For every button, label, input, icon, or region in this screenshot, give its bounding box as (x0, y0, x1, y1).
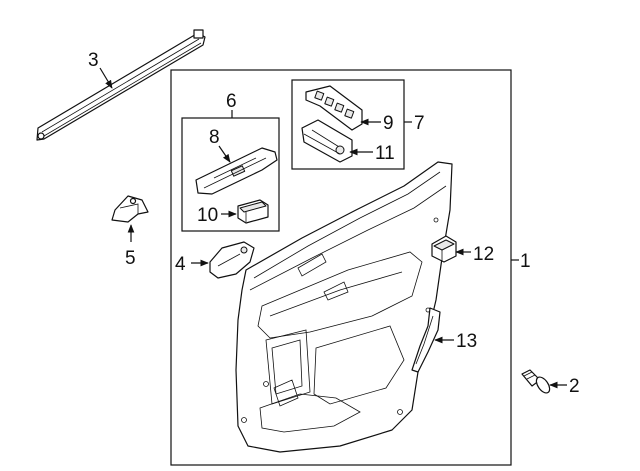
callout-12[interactable]: 12 (473, 244, 494, 265)
callout-2[interactable]: 2 (569, 376, 580, 397)
inside-handle-part-4[interactable] (209, 241, 255, 279)
assembly-frame (170, 69, 512, 466)
callout-6[interactable]: 6 (226, 91, 237, 112)
screw-part-2[interactable] (521, 369, 552, 395)
callout-4[interactable]: 4 (175, 254, 186, 275)
callout-11[interactable]: 11 (375, 143, 395, 164)
callout-3-leader (99, 67, 113, 89)
callout-10[interactable]: 10 (197, 205, 218, 226)
callout-1[interactable]: 1 (520, 251, 531, 272)
master-switch-part-9[interactable] (305, 85, 363, 131)
bracket-part-5[interactable] (111, 195, 149, 223)
sub-box-6 (181, 117, 280, 232)
switch-part-12[interactable] (431, 235, 457, 263)
callout-7[interactable]: 7 (414, 113, 425, 134)
switch-housing-part-11[interactable] (301, 119, 353, 163)
trim-strip-part-13[interactable] (411, 307, 441, 373)
callout-5[interactable]: 5 (125, 248, 136, 269)
callout-9[interactable]: 9 (383, 113, 394, 134)
switch-part-10[interactable] (237, 199, 269, 224)
callout-8-leader (218, 145, 231, 163)
weatherstrip-part-3[interactable] (36, 29, 206, 141)
callout-8[interactable]: 8 (209, 127, 220, 148)
callout-13[interactable]: 13 (456, 331, 477, 352)
callout-3[interactable]: 3 (88, 50, 99, 71)
sub-box-7 (291, 79, 405, 170)
switch-bezel-part-8[interactable] (195, 147, 278, 195)
